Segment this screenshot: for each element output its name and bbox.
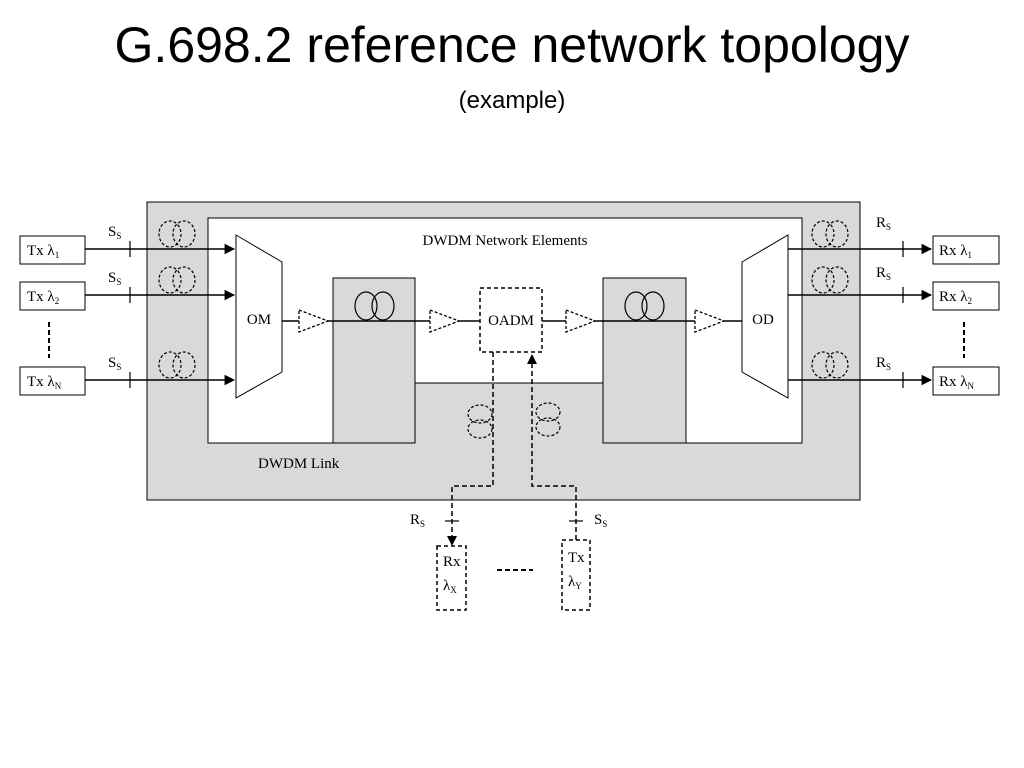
network-elements-label: DWDM Network Elements bbox=[423, 233, 588, 249]
fiber-coil-icon bbox=[354, 291, 395, 321]
svg-text:Tx λ2: Tx λ2 bbox=[27, 289, 59, 306]
rs-drop-reference-label: RS bbox=[410, 512, 425, 529]
svg-text:Rx λ2: Rx λ2 bbox=[939, 289, 972, 306]
rs-reference-point-label: RS bbox=[876, 265, 891, 282]
amplifier-icon bbox=[298, 309, 330, 333]
optical-multiplexer bbox=[235, 234, 283, 399]
om-label: OM bbox=[247, 312, 271, 328]
rs-reference-point-label: RS bbox=[876, 215, 891, 232]
dwdm-link-label: DWDM Link bbox=[258, 456, 340, 472]
optical-demultiplexer bbox=[741, 234, 789, 399]
rx-box-2: Rx λ2 bbox=[932, 281, 1000, 311]
tx-box-1: Tx λ1 bbox=[19, 235, 86, 265]
svg-text:Tx: Tx bbox=[568, 550, 585, 566]
slide-title: G.698.2 reference network topology bbox=[114, 17, 910, 73]
ss-reference-point-label: SS bbox=[108, 355, 121, 372]
rs-reference-point-label: RS bbox=[876, 355, 891, 372]
oadm-box bbox=[479, 287, 543, 353]
svg-text:λX: λX bbox=[443, 578, 457, 595]
dashed-fiber-coil-icon bbox=[158, 266, 196, 294]
tx-box-2: Tx λ2 bbox=[19, 281, 86, 311]
add-path bbox=[531, 360, 577, 540]
fiber-span-box-1 bbox=[332, 277, 416, 444]
dashed-fiber-coil-icon bbox=[811, 266, 849, 294]
dashed-fiber-coil-icon bbox=[811, 351, 849, 379]
ss-reference-point-label: SS bbox=[108, 224, 121, 241]
amplifier-icon bbox=[429, 309, 461, 333]
slide-subtitle: (example) bbox=[458, 87, 566, 114]
add-arrowhead bbox=[527, 354, 537, 364]
svg-text:Rx: Rx bbox=[443, 554, 461, 570]
dashed-fiber-coil-icon bbox=[467, 404, 493, 439]
ss-add-reference-label: SS bbox=[594, 512, 607, 529]
svg-text:Rx λN: Rx λN bbox=[939, 374, 975, 391]
rx-box-1: Rx λ1 bbox=[932, 235, 1000, 265]
tx-box-n: Tx λN bbox=[19, 366, 86, 396]
od-label: OD bbox=[752, 312, 774, 328]
svg-text:Tx λN: Tx λN bbox=[27, 374, 62, 391]
dashed-fiber-coil-icon bbox=[158, 351, 196, 379]
svg-text:λY: λY bbox=[568, 574, 582, 591]
dashed-fiber-coil-icon bbox=[535, 402, 561, 437]
svg-text:Rx λ1: Rx λ1 bbox=[939, 243, 972, 260]
oadm-label: OADM bbox=[488, 313, 534, 329]
svg-text:Tx λ1: Tx λ1 bbox=[27, 243, 59, 260]
drop-path bbox=[451, 352, 494, 538]
add-tx-box: Tx λY bbox=[561, 539, 591, 611]
amplifier-icon bbox=[694, 309, 726, 333]
dashed-fiber-coil-icon bbox=[158, 220, 196, 248]
ss-reference-point-label: SS bbox=[108, 270, 121, 287]
rx-box-n: Rx λN bbox=[932, 366, 1000, 396]
dashed-fiber-coil-icon bbox=[811, 220, 849, 248]
drop-rx-box: Rx λX bbox=[436, 545, 467, 611]
fiber-span-box-2 bbox=[602, 277, 687, 444]
amplifier-icon bbox=[565, 309, 597, 333]
drop-arrowhead bbox=[447, 536, 457, 546]
fiber-coil-icon bbox=[624, 291, 665, 321]
